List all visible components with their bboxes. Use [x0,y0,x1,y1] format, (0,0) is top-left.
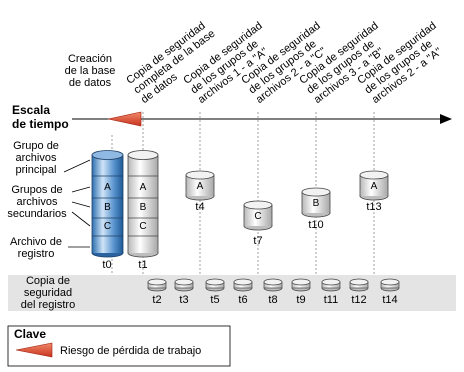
time-t0: t0 [102,259,112,271]
log-time-t11: t11 [323,294,339,306]
t10-letter: B [312,198,320,209]
legend-title: Clave [14,327,47,341]
log-file-label: Archivo de registro [10,236,62,260]
t4-letter: A [196,181,204,192]
cylinder-t0 [91,150,124,258]
time-t10: t10 [308,219,324,231]
t1-letter-c: C [139,221,147,232]
log-backup-cylinder-t14 [380,278,400,292]
time-axis [72,111,452,127]
primary-filegroup-label: Grupo de archivos principal [13,140,59,176]
time-t13: t13 [366,201,382,213]
log-time-t14: t14 [382,294,398,306]
db-creation-label: Creación de la base de datos [64,53,116,89]
log-backup-cylinder-t12 [349,278,369,292]
log-time-t8: t8 [268,294,278,306]
log-backup-label: Copia de seguridad del registro [20,275,76,311]
label-connectors [63,159,91,248]
cylinder-t1 [127,150,159,258]
log-time-t6: t6 [238,294,248,306]
time-t1: t1 [138,259,148,271]
log-time-t3: t3 [179,294,189,306]
cylinder-t4 [185,170,215,201]
t7-letter: C [254,211,262,222]
log-time-t12: t12 [351,294,367,306]
legend-item: Riesgo de pérdida de trabajo [60,345,202,357]
log-backup-cylinder-t2 [147,278,167,292]
cylinder-t10 [301,187,331,218]
log-backup-cylinder-t5 [205,278,225,292]
log-backup-cylinder-t8 [263,278,283,292]
t13-letter: A [370,181,378,192]
t0-letter-a: A [104,182,111,193]
log-backup-cylinder-t11 [321,278,341,292]
log-time-t9: t9 [296,294,306,306]
t0-letter-c: C [103,221,112,232]
t0-letter-b: B [104,202,111,213]
log-backup-cylinder-t9 [291,278,311,292]
legend-box [7,325,231,367]
timescale-label: Escala de tiempo [12,103,69,131]
cylinder-t13 [359,170,389,201]
risk-arrow-icon [107,111,142,127]
log-backup-cylinder-t3 [174,278,194,292]
t1-letter-a: A [139,182,147,193]
log-backup-cylinders [147,278,400,292]
risk-legend-icon [15,342,53,358]
time-t4: t4 [195,201,205,213]
cylinder-t7 [243,200,273,231]
log-backup-cylinder-t6 [233,278,253,292]
time-t7: t7 [253,235,263,247]
log-time-t2: t2 [152,294,162,306]
secondary-filegroups-label: Grupos de archivos secundarios [7,184,67,220]
log-time-t5: t5 [210,294,220,306]
t1-letter-b: B [139,202,147,213]
